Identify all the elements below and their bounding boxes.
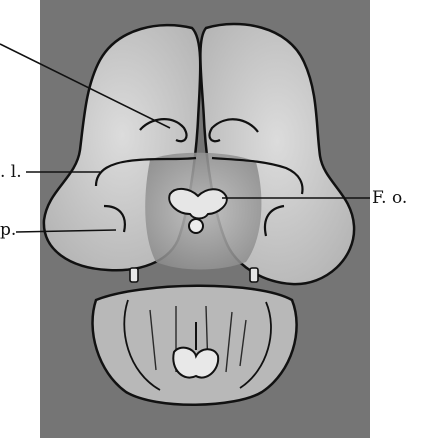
label-l: . l.: [0, 164, 22, 181]
label-f-o: F. o.: [372, 190, 407, 207]
label-p: p.: [0, 222, 16, 239]
central-pit: [189, 219, 203, 233]
left-peg: [130, 268, 138, 282]
right-peg: [250, 268, 258, 282]
